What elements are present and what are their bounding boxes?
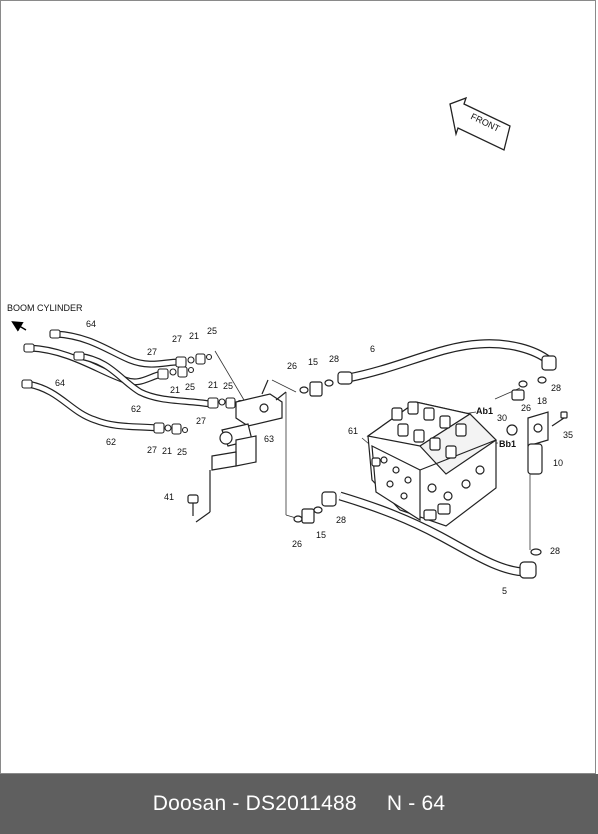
bolt-35 (551, 411, 568, 427)
callout-28: 28 (336, 515, 346, 525)
bolt-41 (187, 494, 199, 516)
fitting-cluster-lower (153, 422, 189, 435)
callout-21: 21 (189, 331, 199, 341)
callout-15: 15 (316, 530, 326, 540)
boom-cylinder-arrow-icon (11, 321, 27, 332)
callout-25: 25 (185, 382, 195, 392)
callout-10: 10 (553, 458, 563, 468)
elbow-fitting-10 (506, 411, 549, 475)
hose-64-upper (55, 330, 179, 368)
callout-25: 25 (177, 447, 187, 457)
port-label-bb1: Bb1 (499, 439, 516, 449)
hose-62-lower (27, 380, 159, 432)
callout-26: 26 (292, 539, 302, 549)
port-label-ab1: Ab1 (476, 406, 493, 416)
footer-bar: Doosan - DS2011488 N - 64 (0, 774, 598, 834)
callout-27: 27 (147, 347, 157, 357)
callout-63: 63 (264, 434, 274, 444)
callout-30: 30 (497, 413, 507, 423)
hose-5-fittings (293, 491, 542, 579)
hose-end-fittings (21, 329, 85, 389)
callout-62: 62 (106, 437, 116, 447)
callout-41: 41 (164, 492, 174, 502)
callout-27: 27 (172, 334, 182, 344)
callout-21: 21 (162, 446, 172, 456)
footer-brand-part: Doosan - DS2011488 (152, 792, 357, 815)
callout-6: 6 (370, 344, 375, 354)
callout-35: 35 (563, 430, 573, 440)
callout-27: 27 (196, 416, 206, 426)
callout-21: 21 (170, 385, 180, 395)
hose-62-upper (77, 352, 211, 408)
control-valve-61 (366, 401, 497, 527)
bracket-63 (195, 435, 257, 523)
callout-15: 15 (308, 357, 318, 367)
hose-5 (338, 491, 527, 577)
callout-18: 18 (537, 396, 547, 406)
callout-28: 28 (329, 354, 339, 364)
callout-26: 26 (287, 361, 297, 371)
callout-numbers: 64 64 62 62 27 27 27 27 21 21 21 21 25 2… (55, 319, 573, 596)
callout-27: 27 (147, 445, 157, 455)
callout-28: 28 (551, 383, 561, 393)
callout-5: 5 (502, 586, 507, 596)
callout-64: 64 (55, 378, 65, 388)
boom-cylinder-label: BOOM CYLINDER (7, 303, 83, 313)
footer-page-number: N - 64 (386, 792, 446, 815)
callout-28: 28 (550, 546, 560, 556)
front-arrow-icon: FRONT (449, 96, 511, 151)
callout-64: 64 (86, 319, 96, 329)
callout-21: 21 (208, 380, 218, 390)
callout-61: 61 (348, 426, 358, 436)
callout-25: 25 (223, 381, 233, 391)
callout-26: 26 (521, 403, 531, 413)
callout-25: 25 (207, 326, 217, 336)
hose-6-fittings (299, 355, 557, 401)
hose-6 (347, 339, 551, 383)
callout-62: 62 (131, 404, 141, 414)
hydraulic-piping-diagram: FRONT BOOM CYLINDER (7, 96, 573, 596)
